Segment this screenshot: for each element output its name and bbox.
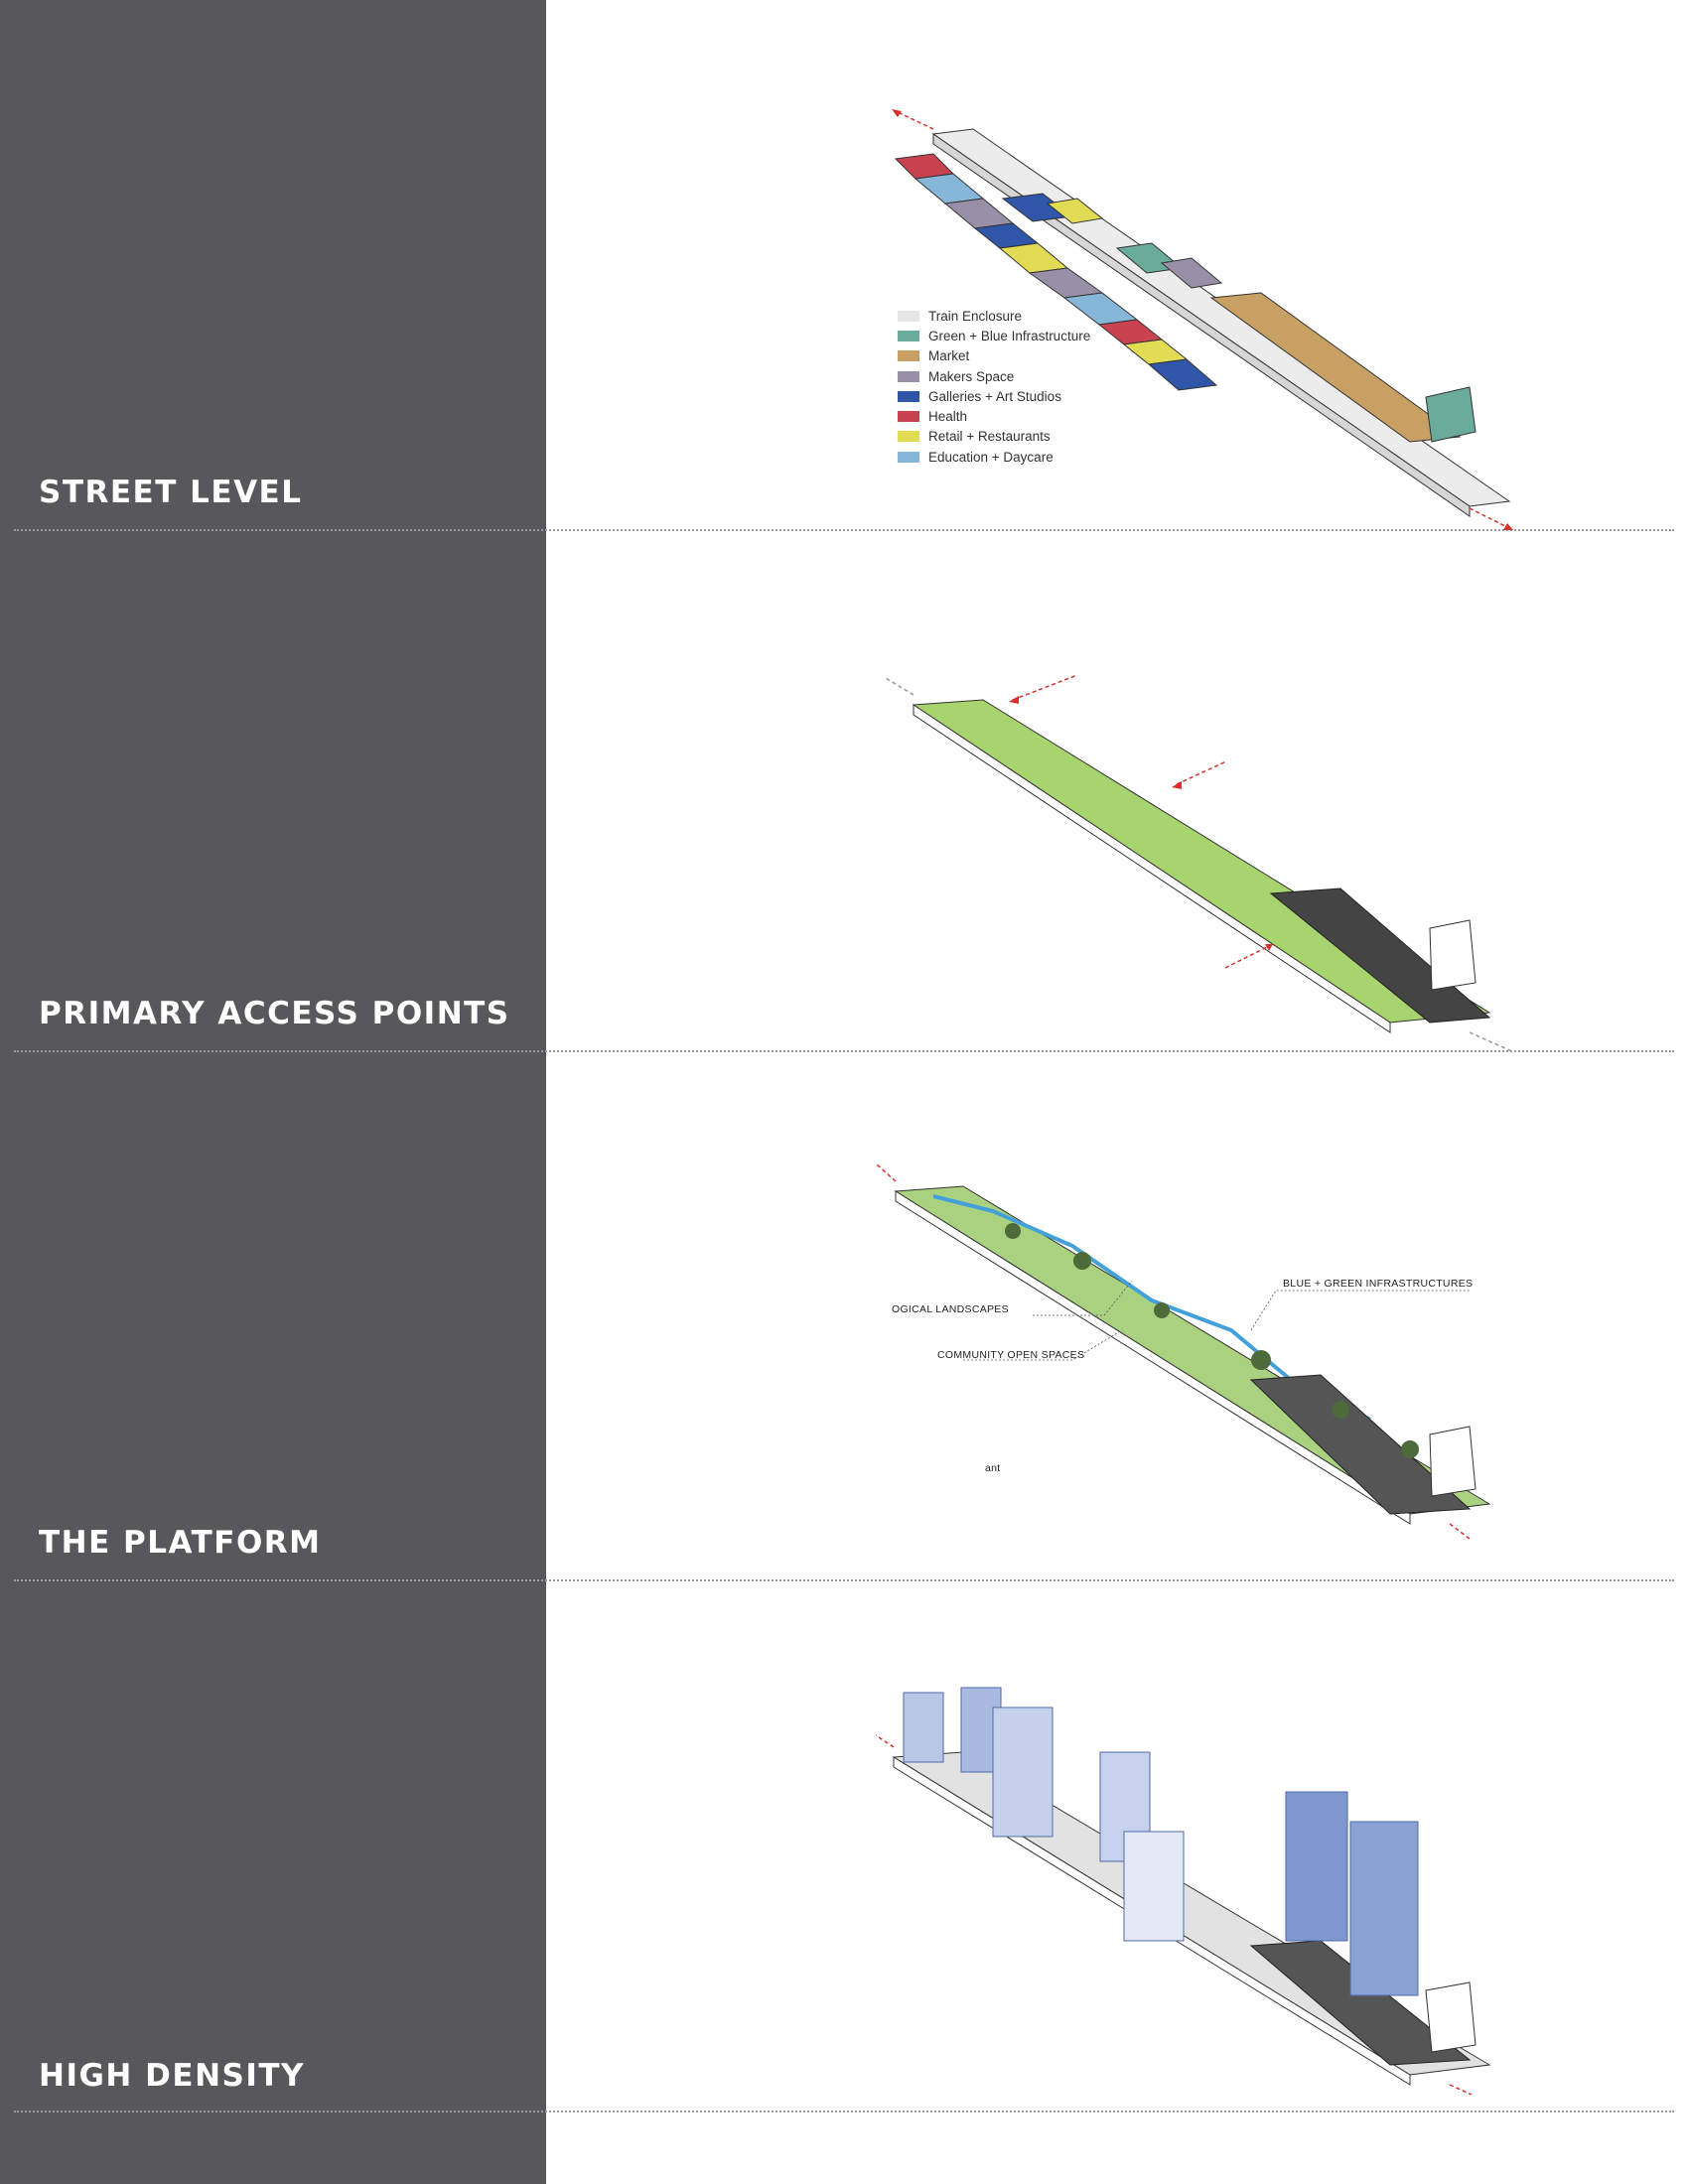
legend-swatch — [898, 350, 919, 362]
legend-swatch — [898, 330, 919, 341]
legend-item: Education + Daycare — [898, 447, 1090, 467]
legend-swatch — [898, 310, 919, 322]
legend-swatch — [898, 431, 919, 443]
legend-swatch — [898, 451, 919, 463]
section-title-high-density: HIGH DENSITY — [39, 2058, 305, 2094]
callout-fragment: ant — [985, 1462, 1001, 1474]
divider — [14, 2111, 1674, 2113]
legend-label: Health — [928, 409, 968, 425]
primary-access-diagram — [874, 611, 1529, 1107]
section-title-primary-access: PRIMARY ACCESS POINTS — [39, 996, 510, 1031]
high-density-diagram — [874, 1648, 1529, 2144]
divider — [14, 1579, 1674, 1581]
legend-swatch — [898, 390, 919, 402]
callout-blue-green: BLUE + GREEN INFRASTRUCTURES — [1283, 1278, 1473, 1290]
legend-label: Education + Daycare — [928, 449, 1054, 465]
legend-label: Train Enclosure — [928, 308, 1023, 324]
legend-swatch — [898, 370, 919, 382]
legend-item: Retail + Restaurants — [898, 427, 1090, 447]
legend-label: Green + Blue Infrastructure — [928, 328, 1091, 343]
section-title-street-level: STREET LEVEL — [39, 475, 303, 510]
legend-swatch — [898, 411, 919, 423]
divider — [14, 529, 1674, 531]
divider — [14, 1050, 1674, 1052]
platform-diagram: BLUE + GREEN INFRASTRUCTURES OGICAL LAND… — [874, 1112, 1529, 1608]
legend-label: Makers Space — [928, 368, 1015, 384]
section-title-platform: THE PLATFORM — [39, 1525, 322, 1561]
legend: Train Enclosure Green + Blue Infrastruct… — [898, 306, 1090, 467]
street-level-diagram — [874, 60, 1529, 556]
legend-label: Retail + Restaurants — [928, 429, 1051, 445]
legend-label: Galleries + Art Studios — [928, 388, 1061, 404]
sidebar-panel — [0, 0, 546, 2184]
legend-item: Train Enclosure — [898, 306, 1090, 326]
legend-item: Health — [898, 406, 1090, 426]
legend-item: Green + Blue Infrastructure — [898, 326, 1090, 345]
legend-item: Makers Space — [898, 366, 1090, 386]
legend-item: Market — [898, 346, 1090, 366]
legend-label: Market — [928, 348, 970, 364]
legend-item: Galleries + Art Studios — [898, 386, 1090, 406]
callout-ecological: OGICAL LANDSCAPES — [892, 1303, 1009, 1315]
callout-community: COMMUNITY OPEN SPACES — [937, 1349, 1084, 1361]
